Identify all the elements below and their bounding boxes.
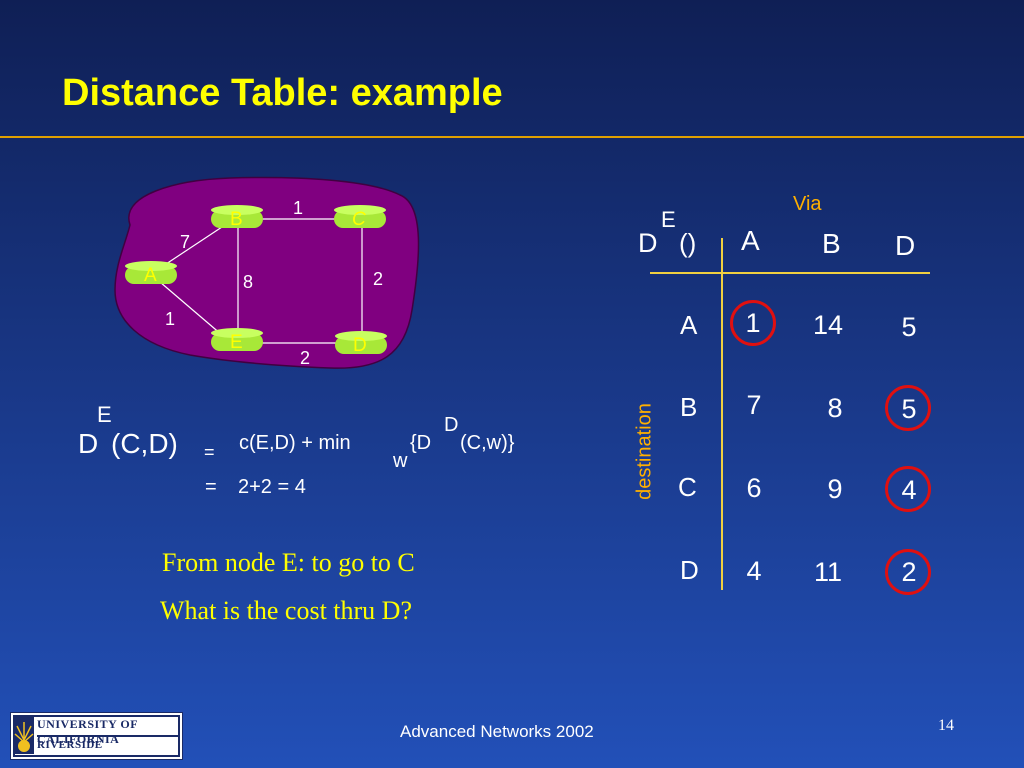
formula-lhs-d: D: [78, 428, 99, 459]
row-label-d: D: [680, 555, 699, 585]
formula-line1-b: {D: [410, 432, 432, 454]
formula-line1-sup: D: [444, 414, 459, 436]
column-header-b: B: [822, 228, 841, 259]
edge-a-e: [159, 281, 223, 336]
table-corner-d: D: [638, 228, 658, 258]
destination-label: destination: [633, 403, 656, 500]
formula-eq2: =: [205, 476, 217, 498]
column-header-a: A: [741, 225, 760, 256]
formula-lhs-args: (C,D): [111, 428, 178, 459]
cell-b-via-a: 7: [746, 390, 762, 420]
cost-a-e: 1: [165, 309, 175, 329]
node-a: A: [125, 261, 177, 286]
highlight-circle-d: [885, 549, 931, 595]
table-header-line: [650, 272, 930, 274]
sun-icon: [14, 716, 34, 754]
row-label-b: B: [680, 392, 698, 422]
cell-a-via-d: 5: [901, 312, 917, 342]
row-label-c: C: [678, 472, 697, 502]
formula-line2: 2+2 = 4: [238, 476, 306, 498]
row-label-a: A: [680, 310, 698, 340]
question-line-2: What is the cost thru D?: [160, 596, 412, 625]
via-label: Via: [793, 193, 822, 215]
cost-e-d: 2: [300, 348, 310, 368]
title-divider: [0, 136, 1024, 138]
cost-b-e: 8: [243, 272, 253, 292]
node-b-label: B: [230, 209, 243, 230]
cost-b-c: 1: [293, 198, 303, 218]
formula-line1-c: (C,w)}: [460, 432, 515, 454]
node-d: D: [335, 331, 387, 356]
node-c: C: [334, 205, 386, 230]
page-number: 14: [938, 717, 954, 734]
logo-line-2: RIVERSIDE: [37, 739, 103, 751]
cell-b-via-b: 8: [827, 393, 843, 423]
highlight-circle-c: [885, 466, 931, 512]
university-logo: UNIVERSITY OF CALIFORNIA RIVERSIDE: [10, 712, 183, 760]
highlight-circle-b: [885, 385, 931, 431]
node-d-label: D: [353, 335, 367, 356]
formula-line1-a: c(E,D) + min: [239, 432, 351, 454]
footer-text: Advanced Networks 2002: [400, 722, 594, 741]
cost-c-d: 2: [373, 269, 383, 289]
cell-c-via-a: 6: [746, 473, 762, 503]
formula-line1-sub: w: [393, 450, 408, 472]
node-e-label: E: [230, 332, 243, 353]
table-corner-sup: E: [661, 207, 676, 232]
cost-a-b: 7: [180, 232, 190, 252]
node-c-label: C: [352, 209, 366, 230]
node-b: B: [211, 205, 263, 230]
node-e: E: [211, 328, 263, 353]
formula-eq1: =: [204, 442, 215, 462]
edge-a-b: [159, 224, 226, 269]
table-corner-parens: (): [679, 228, 697, 258]
table-row-label-line: [721, 238, 723, 590]
slide-title: Distance Table: example: [62, 72, 503, 114]
cell-d-via-b: 11: [813, 557, 843, 587]
cell-c-via-b: 9: [827, 474, 843, 504]
cell-a-via-b: 14: [812, 310, 844, 340]
column-header-d: D: [895, 230, 916, 261]
formula-lhs-sup: E: [97, 402, 112, 427]
question-line-1: From node E: to go to C: [162, 548, 415, 577]
node-a-label: A: [144, 265, 157, 286]
highlight-circle-a: [730, 300, 776, 346]
cell-d-via-a: 4: [746, 556, 762, 586]
